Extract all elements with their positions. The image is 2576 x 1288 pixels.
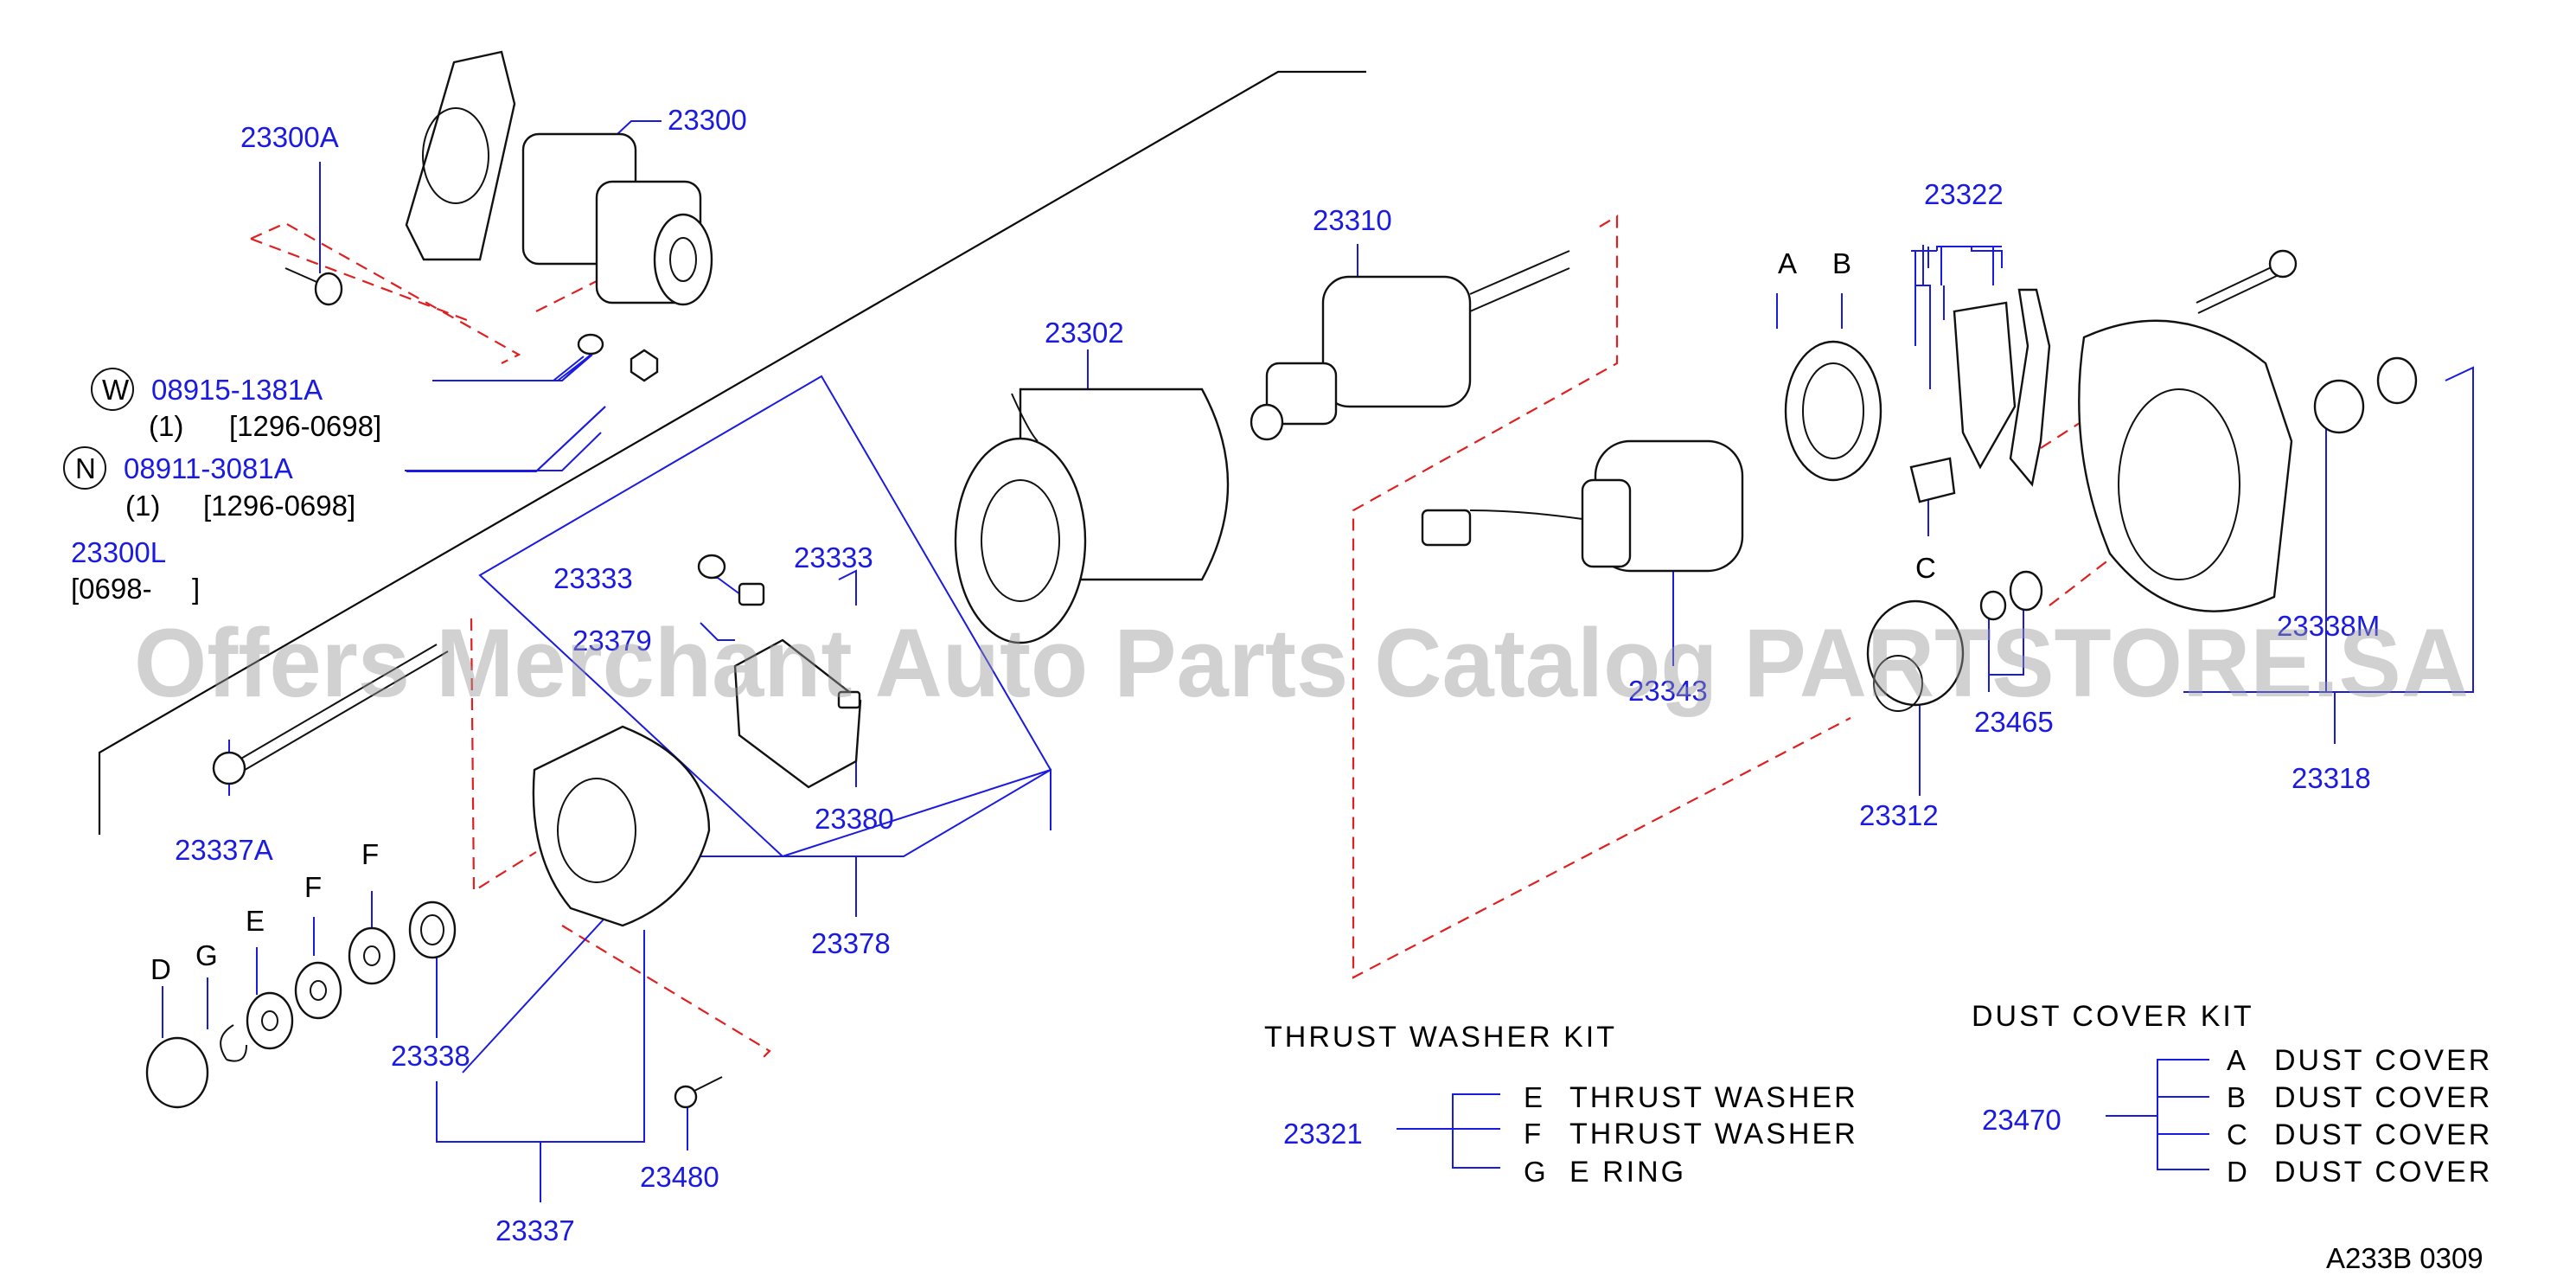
n-symbol-circle (63, 446, 106, 490)
armature-illustration (1250, 250, 1570, 441)
dust-kit-row-desc: DUST COVER (2274, 1118, 2492, 1151)
dust-cover-a-illustration (1784, 340, 1882, 482)
part-label-23333-left[interactable]: 23333 (553, 562, 633, 594)
starter-assembly-illustration (405, 50, 713, 306)
w-washer-illustration (577, 333, 604, 356)
l-range-close: ] (192, 573, 200, 605)
frame-lines (98, 70, 1366, 835)
letter-d: D (150, 953, 171, 985)
n-range: [1296-0698] (203, 490, 355, 522)
w-qty: (1) (149, 410, 183, 442)
part-label-23338[interactable]: 23338 (391, 1040, 470, 1072)
n-symbol-letter: N (75, 452, 96, 484)
dust-kit-row-desc: DUST COVER (2274, 1044, 2492, 1077)
part-label-23470[interactable]: 23470 (1982, 1104, 2061, 1136)
part-label-23310[interactable]: 23310 (1313, 204, 1392, 236)
thrust-kit-row-desc: THRUST WASHER (1569, 1081, 1858, 1114)
w-range: [1296-0698] (229, 410, 381, 442)
bushing-23338M-ring-illustration (2376, 356, 2418, 405)
part-label-23322[interactable]: 23322 (1924, 178, 2004, 210)
dust-kit-row-desc: DUST COVER (2274, 1156, 2492, 1189)
letter-a: A (1778, 247, 1797, 279)
solenoid-illustration (1421, 439, 1744, 573)
letter-c: C (1915, 552, 1936, 584)
thrust-kit-row-desc: THRUST WASHER (1569, 1118, 1858, 1150)
l-range-open: [0698- (71, 573, 152, 605)
dust-kit-title: DUST COVER KIT (1972, 1000, 2254, 1033)
w-symbol-circle (91, 368, 134, 411)
part-label-23318[interactable]: 23318 (2292, 762, 2371, 794)
diagram-code: A233B 0309 (2326, 1242, 2483, 1274)
part-label-23300[interactable]: 23300 (668, 104, 747, 136)
bolt-23300A-illustration (284, 267, 343, 306)
housing-illustration (2078, 319, 2293, 612)
thrust-washer-kit-legend: THRUST WASHER KIT E THRUST WASHER F THRU… (1264, 1021, 1858, 1189)
letter-e: E (246, 905, 265, 937)
bushing-23338M-illustration (2313, 379, 2365, 434)
dust-kit-row-letter: B (2227, 1081, 2246, 1113)
screw-23480-illustration (674, 1076, 723, 1109)
part-label-23337A[interactable]: 23337A (175, 834, 273, 866)
thrust-kit-title: THRUST WASHER KIT (1264, 1021, 1617, 1054)
brush-holder-group-outline (478, 375, 1052, 857)
thrust-washer-f1-illustration (294, 961, 342, 1020)
dust-kit-row-letter: D (2227, 1156, 2247, 1188)
part-label-08911-3081A[interactable]: 08911-3081A (124, 452, 293, 484)
dust-cover-c-illustration (1909, 457, 1956, 503)
part-label-23333-right[interactable]: 23333 (794, 541, 873, 574)
washer-23465-b-illustration (2009, 570, 2043, 612)
n-nut-illustration (630, 349, 659, 382)
letter-f-second: F (361, 838, 379, 870)
thrust-kit-row-letter: E (1524, 1081, 1543, 1113)
n-qty: (1) (125, 490, 160, 522)
part-number-labels: 23300A 23300 23310 23302 23322 23333 233… (71, 104, 2380, 1246)
washer-23465-a-illustration (1979, 590, 2007, 621)
part-label-23312[interactable]: 23312 (1859, 799, 1939, 831)
lever-illustration (1953, 288, 2051, 487)
housing-bolt-illustration (2196, 249, 2298, 314)
dust-cover-kit-legend: DUST COVER KIT A DUST COVER B DUST COVER… (1972, 1000, 2492, 1189)
thrust-washer-e-illustration (246, 991, 294, 1050)
dust-kit-row-letter: A (2227, 1044, 2246, 1076)
part-label-08915-1381A[interactable]: 08915-1381A (151, 374, 323, 406)
part-label-23380[interactable]: 23380 (815, 803, 894, 835)
thrust-washer-f2-illustration (348, 926, 396, 985)
through-bolt-illustration (212, 644, 449, 785)
dust-kit-row-letter: C (2227, 1118, 2247, 1150)
part-label-23480[interactable]: 23480 (640, 1161, 719, 1193)
part-label-23378[interactable]: 23378 (811, 927, 891, 959)
brush-holder-illustration (697, 554, 862, 789)
part-label-23321[interactable]: 23321 (1283, 1118, 1363, 1150)
dust-cover-d-illustration (145, 1036, 209, 1109)
rear-cover-illustration (532, 725, 711, 927)
thrust-kit-row-desc: E RING (1569, 1156, 1686, 1189)
part-label-23300A[interactable]: 23300A (240, 121, 339, 153)
part-label-23343[interactable]: 23343 (1628, 675, 1708, 707)
letter-b: B (1832, 247, 1851, 279)
watermark: Offers Merchant Auto Parts Catalog PARTS… (134, 609, 2469, 717)
pinion-illustration (1866, 599, 1965, 712)
letter-g: G (195, 939, 218, 971)
field-coil-illustration (954, 388, 1230, 644)
part-label-23338M[interactable]: 23338M (2277, 610, 2380, 642)
part-label-23379[interactable]: 23379 (572, 625, 652, 657)
part-label-23300L[interactable]: 23300L (71, 536, 166, 568)
notes: W N (1) [1296-0698] (1) [1296-0698] [069… (71, 374, 381, 605)
part-label-23337[interactable]: 23337 (495, 1214, 575, 1246)
thrust-kit-row-letter: F (1524, 1118, 1541, 1150)
thrust-kit-row-letter: G (1524, 1156, 1546, 1188)
e-ring-g-illustration (220, 1024, 247, 1062)
part-label-23302[interactable]: 23302 (1045, 317, 1124, 349)
letter-callouts: A B C D G E F F (150, 247, 1936, 985)
part-label-23465[interactable]: 23465 (1974, 706, 2054, 738)
w-symbol-letter: W (102, 374, 130, 406)
bushing-23338-illustration (408, 900, 457, 959)
letter-f-first: F (304, 871, 322, 903)
dust-kit-row-desc: DUST COVER (2274, 1081, 2492, 1114)
